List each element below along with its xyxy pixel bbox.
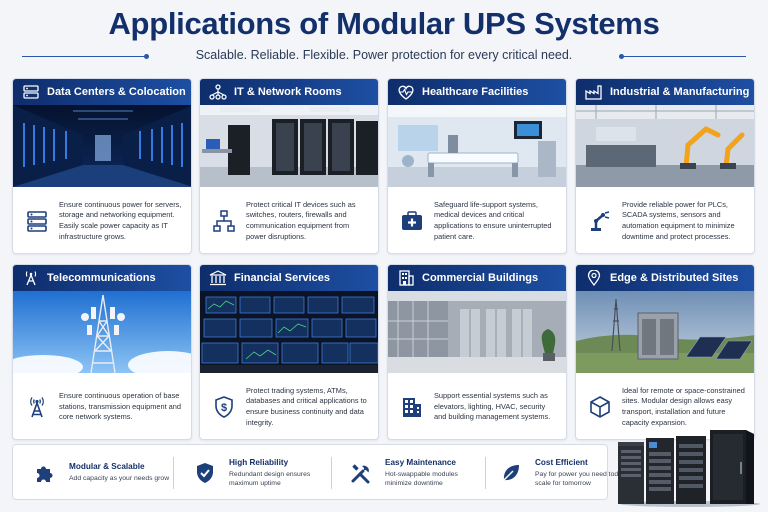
feature-easy-maintenance: Easy Maintenance Hot-swappable modules m… [347,445,475,501]
antenna-icon [21,270,41,286]
card-healthcare[interactable]: Healthcare Facilities Safeguard life-sup… [387,78,567,254]
page-title: Applications of Modular UPS Systems [108,6,660,41]
page-subtitle: Scalable. Reliable. Flexible. Power prot… [195,48,573,62]
card-title: Edge & Distributed Sites [610,272,739,284]
network-topology-icon [210,207,238,235]
card-title: Healthcare Facilities [422,86,529,98]
puzzle-icon [31,459,59,487]
feature-divider [173,457,174,489]
data-center-image [13,105,191,187]
card-edge-sites[interactable]: Edge & Distributed Sites Ideal for remot… [575,264,755,440]
card-title: Data Centers & Colocation [47,86,186,98]
shield-check-icon [191,459,219,487]
card-industrial[interactable]: Industrial & Manufacturing Provide relia… [575,78,755,254]
card-header: Commercial Buildings [388,265,566,291]
server-rack-icon [21,84,41,100]
location-pin-icon [584,270,604,286]
card-header: Data Centers & Colocation [13,79,191,105]
card-telecommunications[interactable]: Telecommunications Ensure continuous ope… [12,264,192,440]
server-icon [23,207,51,235]
feature-title: Modular & Scalable [69,462,145,472]
network-room-image [200,105,378,187]
card-body: $ Protect trading systems, ATMs, databas… [200,373,378,439]
feature-description: Hot-swappable modules minimize downtime [385,470,458,487]
card-description: Safeguard life-support systems, medical … [434,199,552,241]
card-body: Protect critical IT devices such as swit… [200,187,378,253]
card-title: Financial Services [234,272,330,284]
cube-icon [586,393,614,421]
features-bar: Modular & Scalable Add capacity as your … [12,444,627,501]
card-body: Provide reliable power for PLCs, SCADA s… [576,187,754,253]
card-description: Ideal for remote or space-constrained si… [622,385,745,427]
building-icon [396,270,416,286]
feature-cost-efficient: Cost Efficient Pay for power you need to… [497,445,627,501]
medical-kit-icon [398,207,426,235]
card-header: Industrial & Manufacturing [576,79,754,105]
trading-floor-image [200,291,378,373]
feature-description: Add capacity as your needs grow [69,475,170,483]
feature-description: Redundant design ensures maximum uptime [229,470,311,487]
card-header: Edge & Distributed Sites [576,265,754,291]
feature-divider [485,457,486,489]
card-title: Industrial & Manufacturing [610,86,750,98]
feature-title: Easy Maintenance [385,457,456,467]
feature-divider [331,457,332,489]
card-header: IT & Network Rooms [200,79,378,105]
tools-icon [347,459,375,487]
decorative-rule-left [22,54,149,59]
ups-cabinets-image [612,426,762,508]
card-title: IT & Network Rooms [234,86,342,98]
card-description: Support essential systems such as elevat… [434,391,551,422]
card-header: Healthcare Facilities [388,79,566,105]
network-icon [208,84,228,100]
edge-site-image [576,291,754,373]
card-data-centers[interactable]: Data Centers & Colocation Ensure continu… [12,78,192,254]
card-title: Telecommunications [47,272,156,284]
telecom-tower-image [13,291,191,373]
card-commercial-buildings[interactable]: Commercial Buildings Support essential s… [387,264,567,440]
subtitle-row: Scalable. Reliable. Flexible. Power prot… [0,48,768,64]
card-body: Safeguard life-support systems, medical … [388,187,566,253]
page-header: Applications of Modular UPS Systems Scal… [0,0,768,70]
healthcare-image [388,105,566,187]
card-description: Provide reliable power for PLCs, SCADA s… [622,199,735,241]
leaf-icon [497,459,525,487]
feature-title: High Reliability [229,457,289,467]
card-body: Ensure continuous operation of base stat… [13,373,191,439]
decorative-rule-right [619,54,746,59]
office-building-icon [398,393,426,421]
heart-pulse-icon [396,84,416,100]
card-description: Ensure continuous power for servers, sto… [59,199,182,241]
card-title: Commercial Buildings [422,272,539,284]
factory-icon [584,84,604,100]
bank-icon [208,270,228,286]
card-header: Financial Services [200,265,378,291]
industrial-image [576,105,754,187]
card-description: Protect critical IT devices such as swit… [246,199,356,241]
feature-modular-scalable: Modular & Scalable Add capacity as your … [31,445,169,501]
card-description: Ensure continuous operation of base stat… [59,391,182,422]
card-body: Ensure continuous power for servers, sto… [13,187,191,253]
dollar-shield-icon: $ [210,393,238,421]
card-header: Telecommunications [13,265,191,291]
card-body: Ideal for remote or space-constrained si… [576,373,754,439]
commercial-lobby-image [388,291,566,373]
card-it-network-rooms[interactable]: IT & Network Rooms Protect critical IT d… [199,78,379,254]
tower-icon [23,393,51,421]
card-description: Protect trading systems, ATMs, databases… [246,385,367,427]
feature-high-reliability: High Reliability Redundant design ensure… [191,445,319,501]
feature-title: Cost Efficient [535,457,588,467]
card-financial-services[interactable]: Financial Services $ Protect trading sys… [199,264,379,440]
feature-description: Pay for power you need today, scale for … [535,470,627,487]
robot-arm-icon [586,207,614,235]
card-body: Support essential systems such as elevat… [388,373,566,439]
svg-text:$: $ [221,402,227,414]
